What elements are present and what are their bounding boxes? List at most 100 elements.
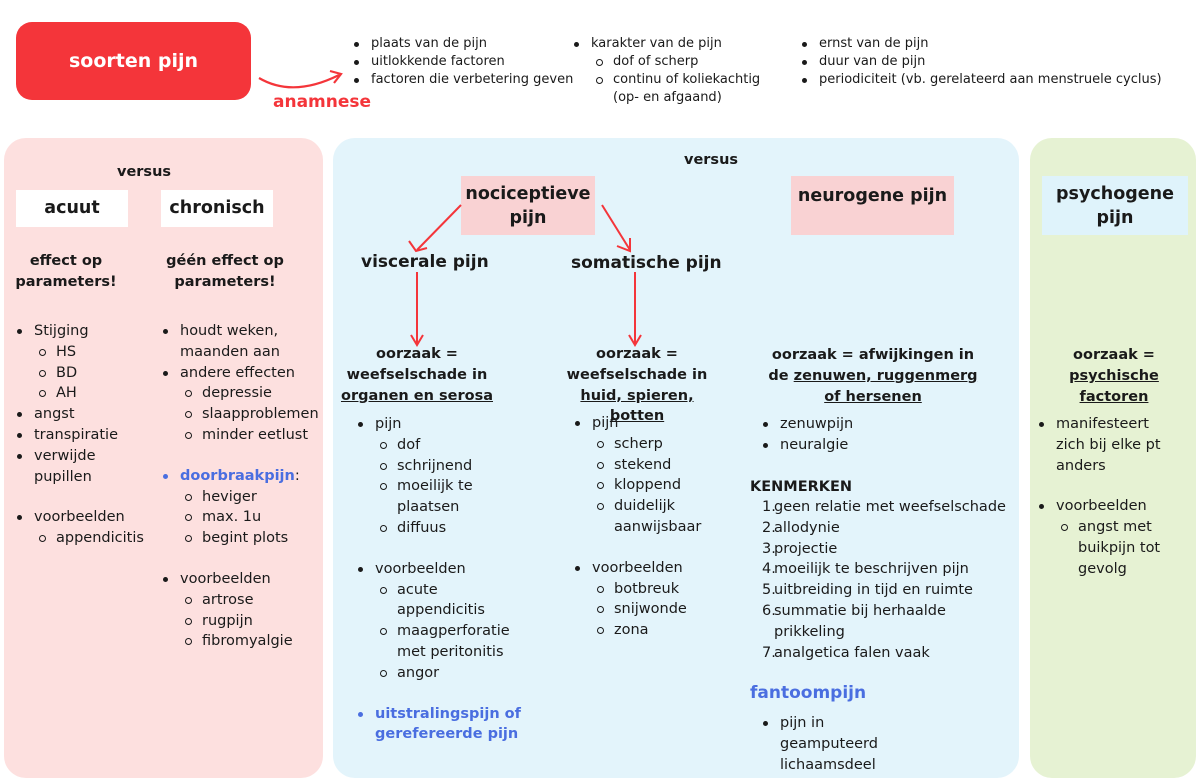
geen-effect-label: géén effect op parameters! [166,253,284,290]
neurogene-list: zenuwpijn neuralgie [756,414,956,456]
effect-label: effect op parameters! [15,253,117,290]
list-item: duur van de pijn [795,53,1195,71]
list-item-label: voorbeelden [1056,498,1147,515]
acuut-box: acuut [16,190,128,227]
viscerale-list: pijn dof schrijnend moeilijk te plaatsen… [351,414,526,745]
list-item-label: voorbeelden [34,509,125,526]
sub-item: fibromyalgie [180,631,324,652]
list-item-label: voorbeelden [375,560,466,577]
list-number: 3. [762,540,776,557]
list-number: 1. [762,499,776,515]
sub-item: snijwonde [592,599,728,620]
oorzaak-text: de [768,367,794,384]
title: soorten pijn [68,49,199,72]
oorzaak-line: oorzaak = [596,346,678,362]
kenmerken-heading: KENMERKEN [750,479,853,495]
list-item: voorbeelden acute appendicitis maagperfo… [351,559,526,684]
oorzaak-line: oorzaak = [1073,347,1155,363]
list-item: verwijde pupillen [10,446,110,488]
branch-arrows [408,204,642,347]
sub-item: artrose [180,590,324,611]
oorzaak-line: oorzaak = [376,346,458,362]
anamnese-col1: plaats van de pijn uitlokkende factoren … [347,35,577,89]
list-item: manifesteert zich bij elke pt anders [1032,414,1182,476]
viscerale-oorzaak: oorzaak = weefselschade in organen en se… [340,344,494,406]
list-item-label: andere effecten [180,364,295,381]
list-item-label: pijn [592,415,619,431]
list-item: 2.allodynie [762,518,1012,539]
list-item-doorbraakpijn: doorbraakpijn: heviger max. 1u begint pl… [156,466,324,549]
list-item: voorbeelden angst met buikpijn tot gevol… [1032,496,1192,579]
list-item: periodiciteit (vb. gerelateerd aan menst… [795,71,1195,89]
list-item: transpiratie [10,425,150,446]
oorzaak-line: organen en serosa [340,387,493,404]
uitstralingspijn-label: uitstralingspijn of gerefereerde pijn [375,705,521,743]
sub-item: continu of koliekachtig (op- en afgaand) [591,71,766,107]
chronisch-box: chronisch [161,190,273,227]
list-number: 4. [762,561,776,578]
doorbraakpijn-label: doorbraakpijn [180,467,295,484]
sub-item: kloppend [592,475,728,496]
list-number: 5. [762,582,776,599]
sub-item: BD [34,363,150,384]
somatische-oorzaak: oorzaak = weefselschade in huid, spieren… [553,344,721,427]
sub-item: zona [592,620,728,641]
list-item: plaats van de pijn [347,35,577,53]
sub-item: dof [375,435,526,456]
oorzaak-line: psychische factoren [1069,367,1159,405]
oorzaak-line: de zenuwen, ruggenmerg [766,366,980,387]
sub-item: dof of scherp [591,53,777,71]
chronisch-list: houdt weken, maanden aan andere effecten… [156,321,324,652]
list-item: factoren die verbetering geven [347,71,577,89]
sub-item: HS [34,342,150,363]
viscerale-title: viscerale pijn [361,252,489,272]
list-item-label: allodynie [774,519,840,536]
list-item: uitlokkende factoren [347,53,577,71]
list-item-label: summatie bij herhaalde prikkeling [774,602,946,640]
sub-item: appendicitis [34,528,150,549]
neurogene-title: neurogene pijn [797,186,948,206]
oorzaak-text: zenuwen, ruggenmerg [793,367,978,384]
oorzaak-line: of hersenen [824,388,922,405]
anamnese-label: anamnese [273,92,372,112]
list-item: pijn dof schrijnend moeilijk te plaatsen… [351,414,526,539]
oorzaak-line: weefselschade in [566,366,708,383]
title-box: soorten pijn [16,22,251,100]
list-item-label: voorbeelden [592,559,683,576]
sub-item: moeilijk te plaatsen [375,476,485,518]
fantoom-list: pijn in geamputeerd lichaamsdeel [756,713,936,775]
list-item-label: analgetica falen vaak [774,644,930,661]
sub-item: AH [34,383,150,404]
list-item: zenuwpijn [756,414,956,435]
nociceptieve-title: nociceptieve pijn [465,183,591,228]
list-item: ernst van de pijn [795,35,1195,53]
acuut-title: acuut [44,198,100,219]
list-item-label: pijn [375,416,402,432]
list-item: 3.projectie [762,539,1012,560]
nociceptieve-box: nociceptieve pijn [461,176,595,235]
sub-item: schrijnend [375,456,526,477]
anamnese-col2: karakter van de pijn dof of scherp conti… [567,35,777,107]
sub-item: max. 1u [180,507,324,528]
list-item-uitstralingspijn: uitstralingspijn of gerefereerde pijn [351,704,526,746]
sub-item: angst met buikpijn tot gevolg [1056,517,1166,579]
list-item-label: Stijging [34,323,89,339]
list-item-label: voorbeelden [180,570,271,587]
sub-item: begint plots [180,528,324,549]
list-item: houdt weken, maanden aan [156,321,286,363]
sub-item: scherp [592,434,728,455]
list-number: 2. [762,519,776,536]
sub-item: duidelijk aanwijsbaar [592,496,702,538]
anamnese-col3: ernst van de pijn duur van de pijn perio… [795,35,1195,89]
list-item: angst [10,404,150,425]
list-item-label: projectie [774,540,838,557]
list-item: karakter van de pijn dof of scherp conti… [567,35,777,107]
list-item: 1.geen relatie met weefselschade [762,497,1012,518]
list-item: pijn scherp stekend kloppend duidelijk a… [568,413,728,538]
sub-item: rugpijn [180,611,324,632]
psychogene-list: manifesteert zich bij elke pt anders voo… [1032,414,1192,580]
oorzaak-line: weefselschade in [346,366,488,383]
list-item: voorbeelden appendicitis [10,507,150,549]
somatische-list: pijn scherp stekend kloppend duidelijk a… [568,413,728,641]
list-item: 5.uitbreiding in tijd en ruimte [762,580,1012,601]
